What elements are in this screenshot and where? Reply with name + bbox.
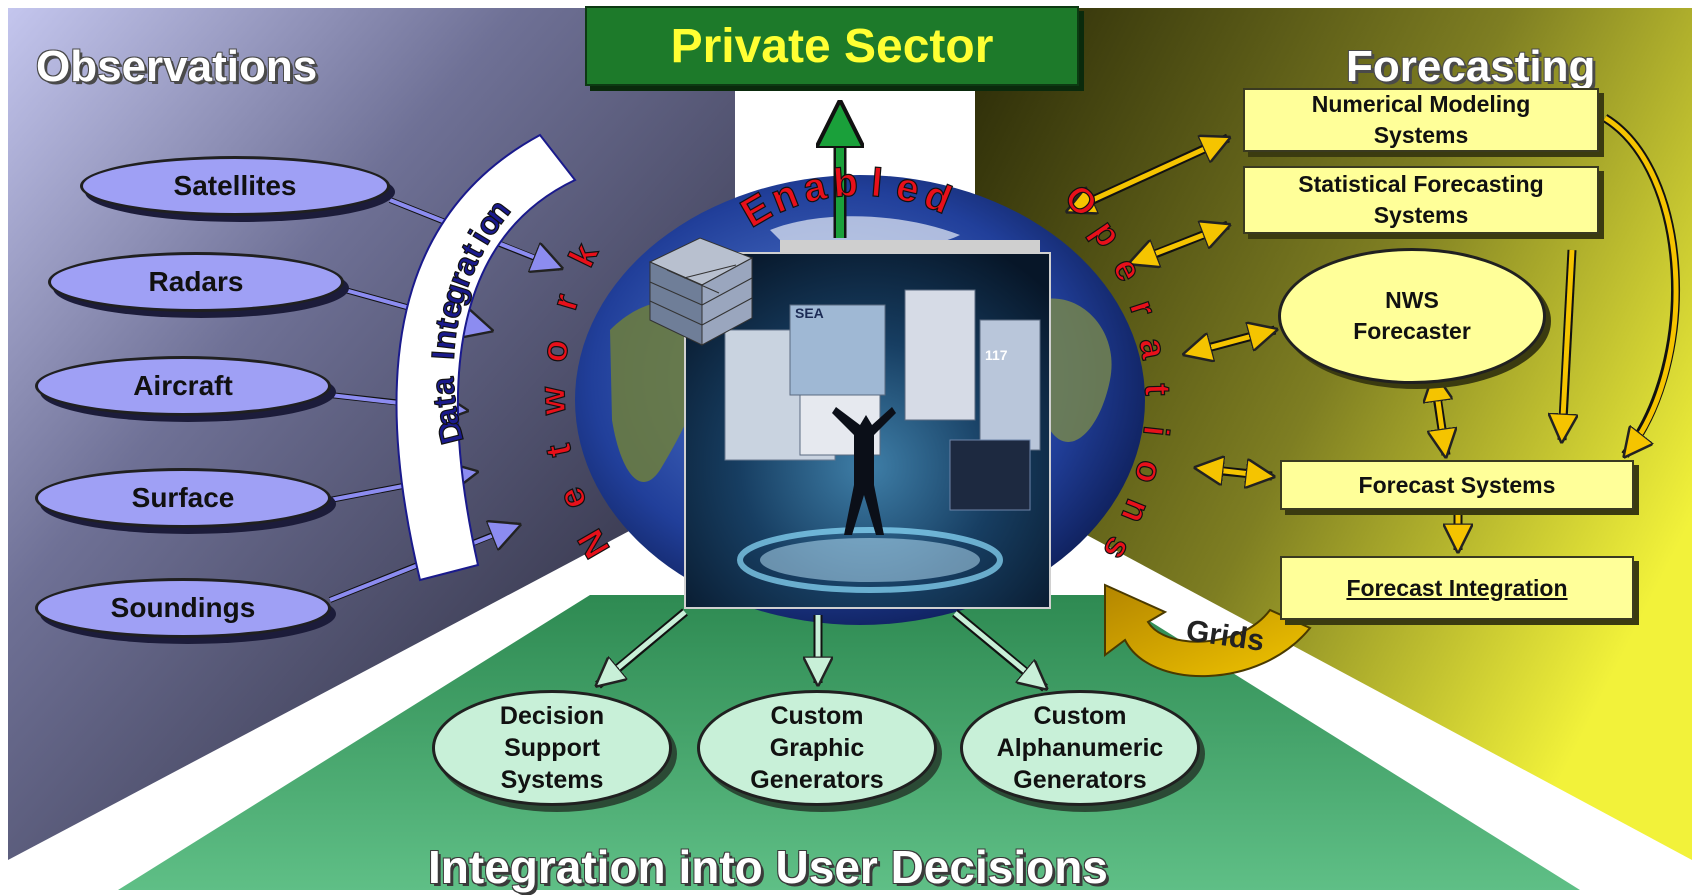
globe-landmass-west <box>610 301 707 482</box>
private-sector-label: Private Sector <box>670 19 994 73</box>
oval-label: Soundings <box>110 592 256 623</box>
graphic-line1: Custom <box>770 702 864 730</box>
nws-line1: NWS <box>1385 287 1439 313</box>
screen-panel-2 <box>789 304 886 396</box>
oval-label: Aircraft <box>133 370 233 401</box>
central-image-top-edge <box>780 240 1040 254</box>
data-integration-letter: a <box>424 376 461 396</box>
globe-landmass-east <box>1035 298 1112 442</box>
statistical-forecasting-box: Statistical Forecasting Systems <box>1243 166 1599 234</box>
alpha-line1: Custom <box>1033 702 1127 730</box>
oval-radars: Radars <box>48 252 344 312</box>
oval-label: Radars <box>148 266 244 297</box>
stat-to-systems-arrow <box>1562 249 1572 436</box>
operations-letter: i <box>1135 424 1177 438</box>
data-integration-band <box>395 133 577 582</box>
nws-forecaster-oval: NWS Forecaster <box>1278 248 1546 384</box>
person-silhouette <box>832 407 896 535</box>
private-sector-box: Private Sector <box>585 6 1079 86</box>
oval-satellites: Satellites <box>80 156 390 216</box>
oval-soundings: Soundings <box>35 578 331 638</box>
forecasting-arrows <box>1086 140 1458 546</box>
spotlight-ring <box>737 527 1003 593</box>
alpha-line3: Generators <box>1013 766 1147 794</box>
forecast-systems-label: Forecast Systems <box>1358 471 1556 498</box>
oval-surface: Surface <box>35 468 331 528</box>
numerical-to-systems-arrow <box>1603 115 1679 452</box>
numerical-modeling-box: Numerical Modeling Systems <box>1243 88 1599 152</box>
forecast-systems-box: Forecast Systems <box>1280 460 1634 510</box>
enabled-letter: b <box>832 160 859 206</box>
spotlight-floor <box>760 538 980 582</box>
grids-arrow <box>1104 583 1312 677</box>
observations-title: Observations <box>36 42 318 91</box>
numerical-line2: Systems <box>1373 122 1469 148</box>
data-integration-letter: t <box>426 394 463 409</box>
screen-panel-4 <box>979 319 1041 451</box>
forecasting-title: Forecasting <box>1346 42 1596 91</box>
operations-letter: o <box>1127 456 1172 487</box>
decision-line3: Systems <box>500 766 604 794</box>
network-letter: w <box>531 385 573 416</box>
alpha-line2: Alphanumeric <box>996 734 1164 762</box>
operations-letter: t <box>1137 383 1178 396</box>
decision-line1: Decision <box>499 702 605 730</box>
statistical-line1: Statistical Forecasting <box>1298 171 1544 197</box>
data-integration-letter: I <box>425 350 461 361</box>
oval-label: Satellites <box>173 170 297 201</box>
alphanumeric-generators-oval: Custom Alphanumeric Generators <box>960 690 1200 806</box>
oval-label: Surface <box>131 482 235 513</box>
screen-panel-6 <box>949 439 1031 511</box>
nws-line2: Forecaster <box>1353 318 1471 344</box>
screen-label-sea: SEA <box>795 305 824 321</box>
screen-panel-3 <box>904 289 976 421</box>
graphic-line2: Graphic <box>769 734 865 762</box>
graphic-generators-oval: Custom Graphic Generators <box>697 690 937 806</box>
forecast-integration-box: Forecast Integration <box>1280 556 1634 620</box>
decision-line2: Support <box>504 734 600 762</box>
oval-aircraft: Aircraft <box>35 356 331 416</box>
output-arrows <box>601 610 1042 685</box>
decision-support-oval: Decision Support Systems <box>432 690 672 806</box>
statistical-line2: Systems <box>1373 202 1469 228</box>
data-integration-letter: n <box>425 328 463 352</box>
enabled-letter: l <box>870 161 885 206</box>
bottom-title: Integration into User Decisions <box>428 841 1108 893</box>
observations-panel <box>8 8 735 860</box>
forecast-integration-label: Forecast Integration <box>1346 574 1568 601</box>
numerical-line1: Numerical Modeling <box>1311 91 1531 117</box>
data-cube <box>648 237 754 346</box>
graphic-line3: Generators <box>750 766 884 794</box>
network-letter: o <box>533 337 576 364</box>
screen-label-117: 117 <box>985 347 1008 363</box>
